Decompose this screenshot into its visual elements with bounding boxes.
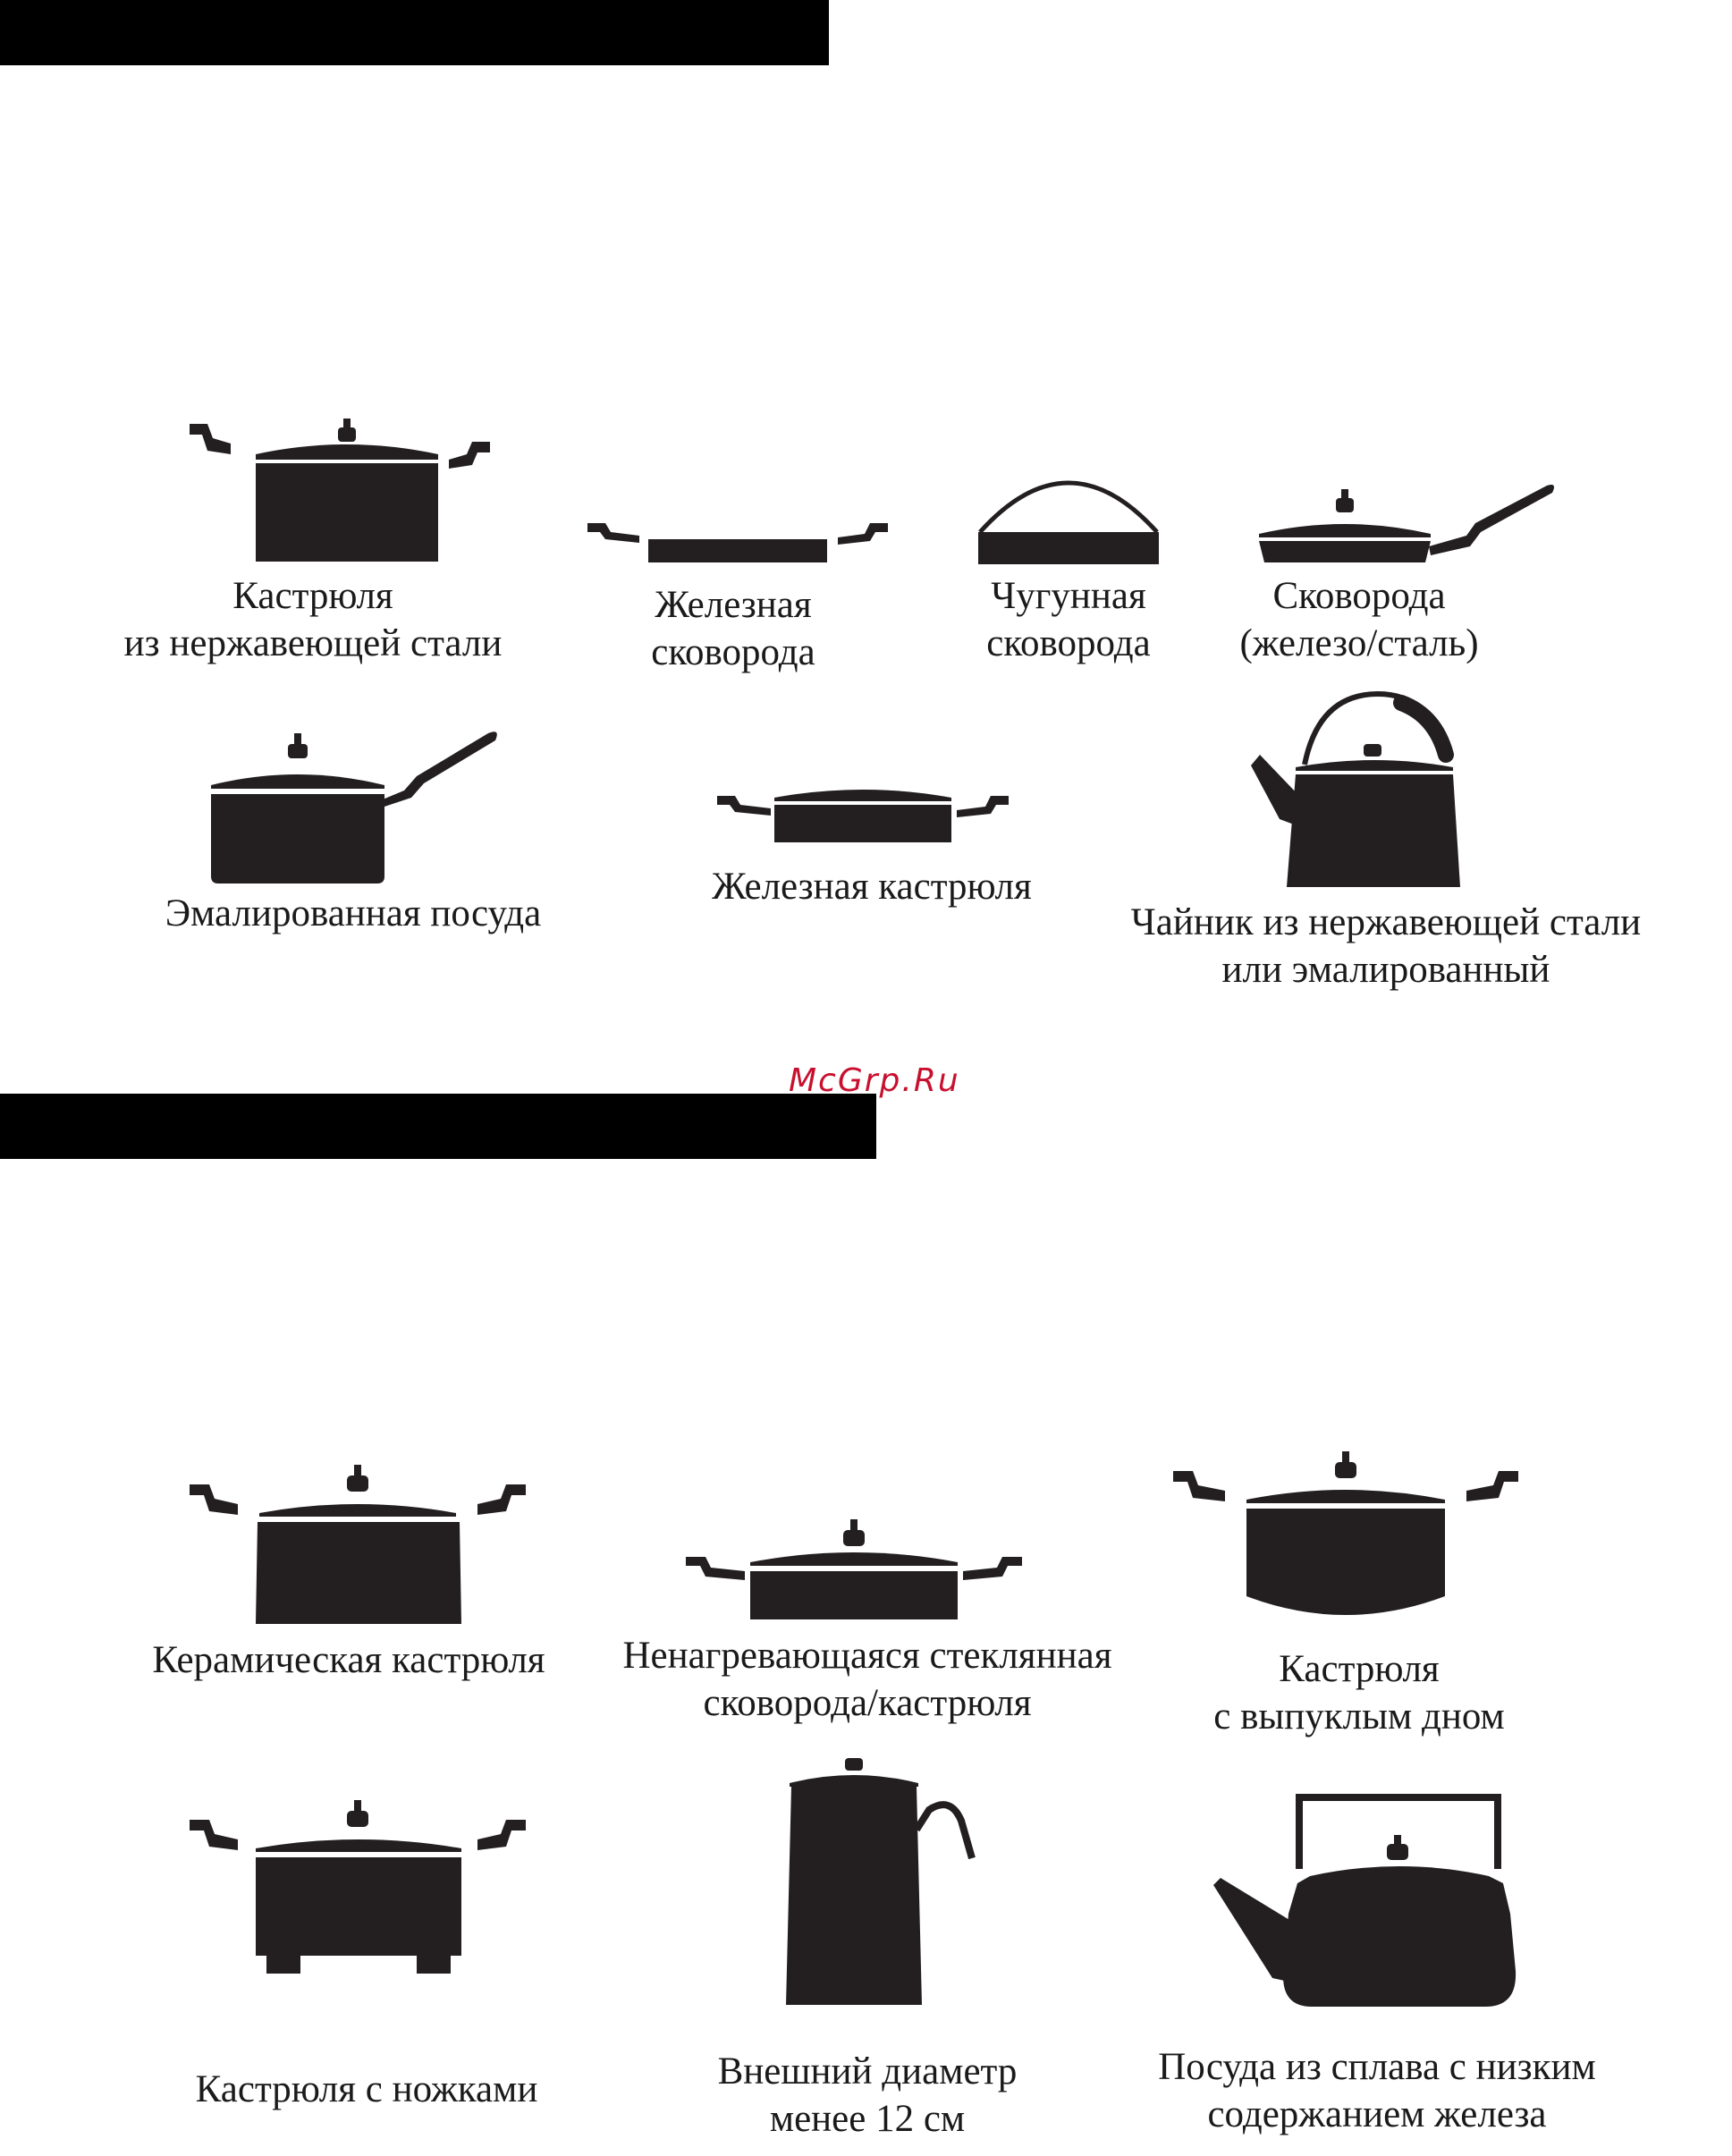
cast-iron-pan-icon [978, 480, 1159, 564]
caption-iron-frying-pan: Железная сковорода [651, 584, 815, 673]
skillet-with-lid-icon [1259, 485, 1554, 562]
watermark: McGrp.Ru [789, 1062, 960, 1099]
alloy-kettle-icon [1213, 1794, 1517, 2007]
caption-ceramic-pot: Керамическая кастрюля [152, 1639, 545, 1681]
caption-stainless-pot: Кастрюля из нержавеющей стали [123, 575, 503, 664]
narrow-jug-icon [786, 1758, 976, 2005]
convex-bottom-pot-icon [1173, 1451, 1518, 1615]
caption-iron-casserole: Железная кастрюля [712, 866, 1032, 908]
footed-pot-icon [190, 1800, 526, 1974]
iron-casserole-icon [717, 790, 1009, 842]
caption-convex-bottom-pot: Кастрюля с выпуклым дном [1213, 1648, 1505, 1737]
caption-cast-iron-pan: Чугунная сковорода [986, 575, 1151, 664]
ceramic-pot-icon [190, 1465, 526, 1624]
stainless-pot-icon [190, 419, 490, 562]
caption-stainless-kettle: Чайник из нержавеющей стали или эмалиров… [1130, 901, 1642, 991]
glass-pan-icon [686, 1519, 1022, 1619]
section-header-bar-unsuitable [0, 1094, 876, 1159]
caption-narrow-jug: Внешний диаметр менее 12 см [717, 2050, 1018, 2140]
caption-alloy-kettle: Посуда из сплава с низким содержанием же… [1158, 2046, 1596, 2135]
section-header-bar-suitable [0, 0, 829, 65]
caption-glass-pan: Ненагревающаяся стеклянная сковорода/кас… [622, 1635, 1112, 1724]
enamel-saucepan-icon [211, 731, 497, 884]
caption-enamel-saucepan: Эмалированная посуда [165, 892, 542, 934]
caption-skillet-with-lid: Сковорода (железо/сталь) [1239, 575, 1479, 664]
stainless-kettle-icon [1251, 690, 1460, 887]
caption-footed-pot: Кастрюля с ножками [195, 2068, 538, 2110]
iron-frying-pan-icon [587, 523, 888, 562]
